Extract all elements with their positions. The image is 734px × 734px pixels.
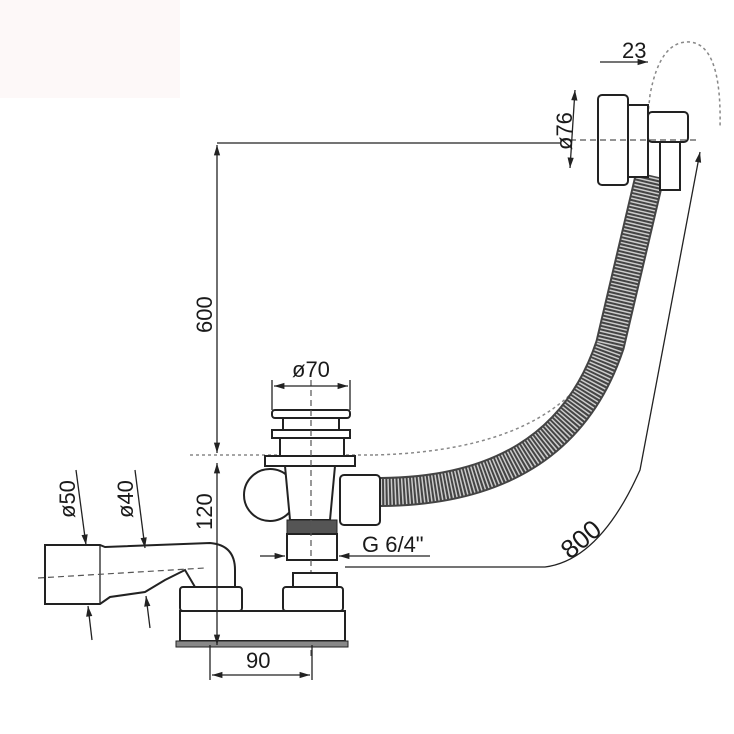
label-overflow-depth: 23: [622, 38, 646, 63]
label-overflow-diameter: ø76: [552, 112, 577, 150]
flexible-hose: [369, 171, 665, 508]
label-height: 600: [192, 296, 217, 333]
label-drain-diameter: ø70: [292, 357, 330, 382]
label-trap-offset: 90: [246, 648, 270, 673]
label-hose-length: 800: [555, 514, 608, 565]
label-outlet-outer: ø50: [55, 480, 80, 518]
trap: [37, 541, 349, 648]
dimension-lines: [75, 58, 702, 680]
corner-tint: [0, 0, 180, 98]
overflow-head: [560, 94, 700, 191]
label-thread: G 6/4": [362, 532, 424, 557]
label-trap-height: 120: [192, 493, 217, 530]
label-outlet-inner: ø40: [113, 480, 138, 518]
drain-body: [243, 380, 381, 660]
